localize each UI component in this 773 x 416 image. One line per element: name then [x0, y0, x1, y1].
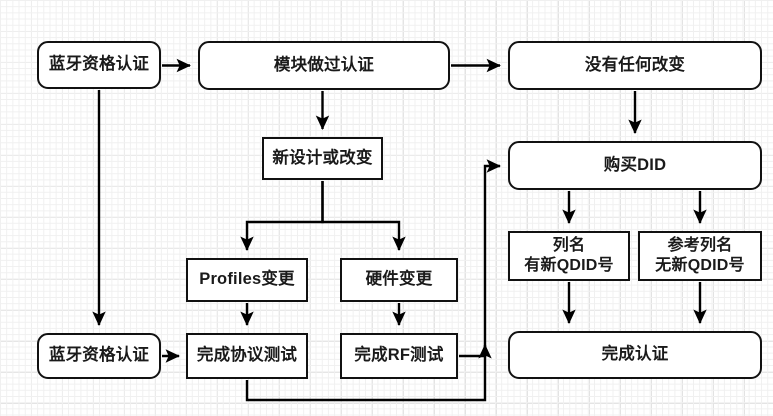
node-hardware_change[interactable]: 硬件变更 — [340, 258, 458, 302]
node-no_change[interactable]: 没有任何改变 — [508, 41, 762, 90]
node-label: 完成协议测试 — [196, 346, 298, 365]
node-protocol_test[interactable]: 完成协议测试 — [186, 333, 308, 379]
edge-new_design-to-hardware_change — [321, 181, 406, 251]
node-buy_did[interactable]: 购买DID — [508, 141, 762, 190]
node-label: 硬件变更 — [365, 270, 433, 289]
node-label: 列名 有新QDID号 — [524, 237, 614, 274]
node-module_certified[interactable]: 模块做过认证 — [198, 41, 450, 90]
node-new_design[interactable]: 新设计或改变 — [262, 137, 383, 180]
edge-new_design-to-profiles_change — [240, 181, 324, 251]
node-profiles_change[interactable]: Profiles变更 — [186, 258, 308, 302]
node-rf_test[interactable]: 完成RF测试 — [340, 333, 458, 379]
node-cert_done[interactable]: 完成认证 — [508, 331, 762, 379]
node-label: 蓝牙资格认证 — [48, 55, 150, 74]
node-label: 没有任何改变 — [584, 55, 686, 74]
node-label: Profiles变更 — [199, 270, 295, 289]
node-label: 新设计或改变 — [272, 148, 373, 167]
edge-rf_test-to-buy_did — [459, 344, 492, 359]
node-listed_new_qdid[interactable]: 列名 有新QDID号 — [508, 231, 630, 281]
node-label: 模块做过认证 — [273, 55, 375, 74]
node-label: 蓝牙资格认证 — [48, 346, 150, 365]
node-label: 完成RF测试 — [354, 346, 444, 365]
node-label: 完成认证 — [601, 345, 669, 364]
node-label: 参考列名 无新QDID号 — [655, 237, 745, 274]
node-start_cert[interactable]: 蓝牙资格认证 — [37, 41, 161, 89]
node-label: 购买DID — [603, 155, 667, 174]
node-ref_no_new_qdid[interactable]: 参考列名 无新QDID号 — [638, 231, 762, 281]
node-bottom_cert[interactable]: 蓝牙资格认证 — [37, 333, 161, 379]
